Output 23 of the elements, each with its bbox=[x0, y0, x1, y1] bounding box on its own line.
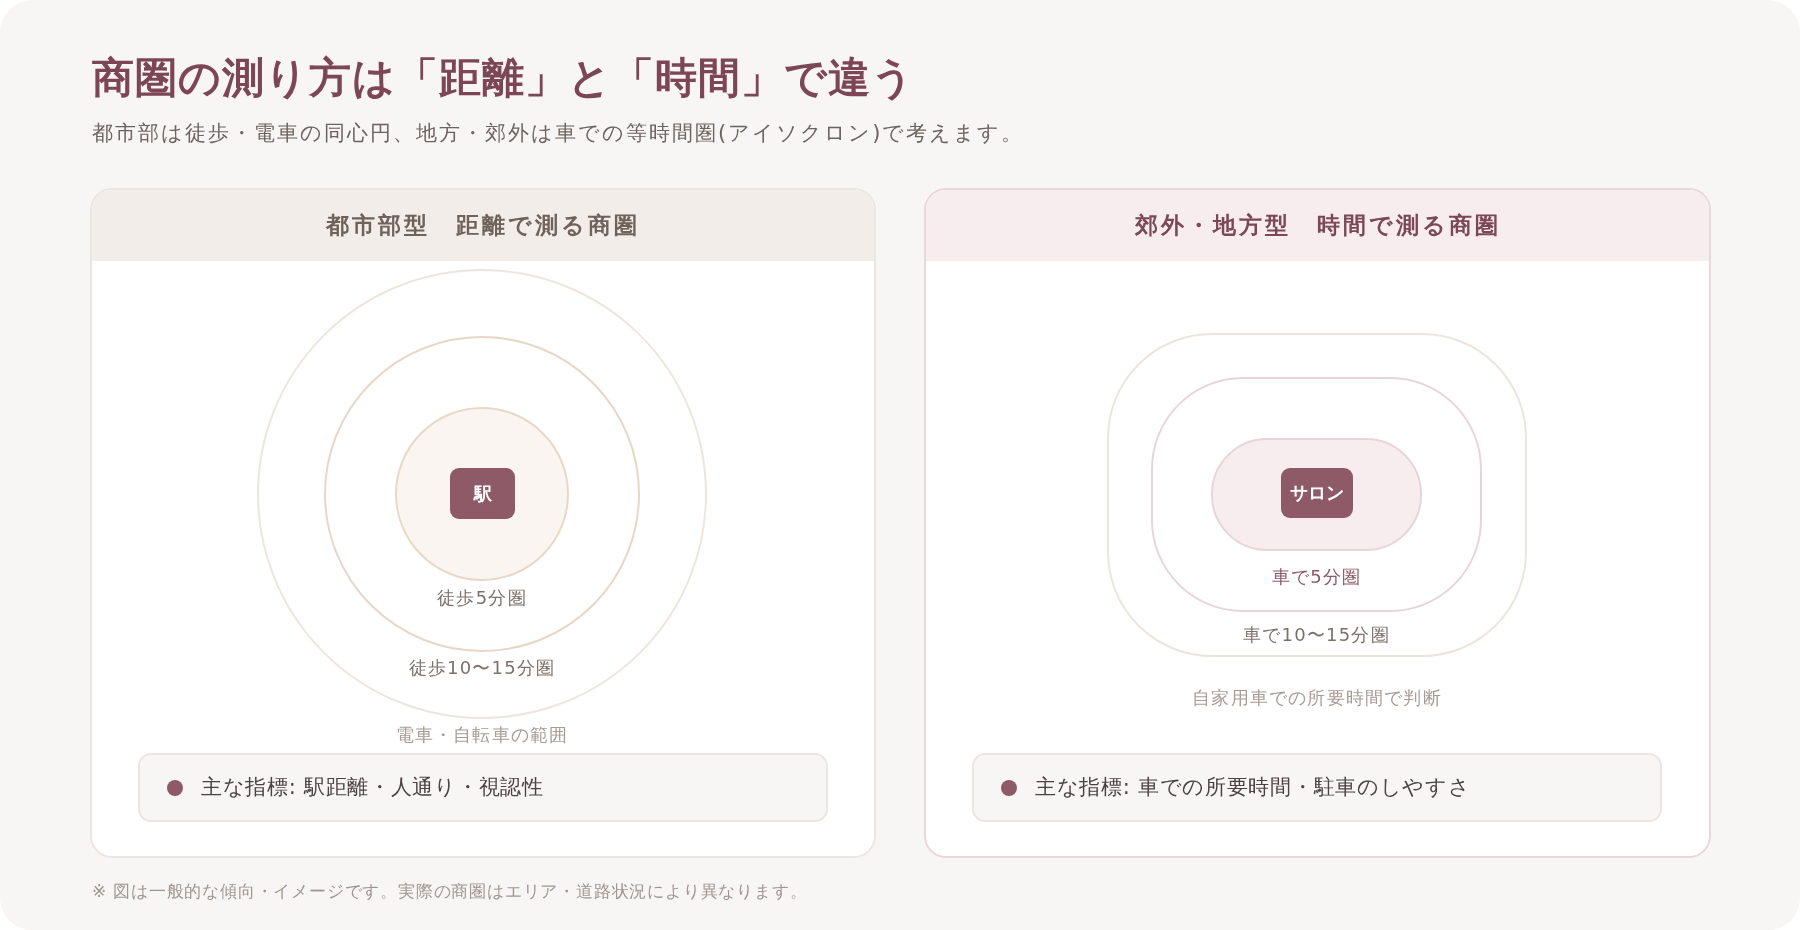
zone-circle bbox=[324, 336, 640, 652]
indicator-text: 主な指標: 車での所要時間・駐車のしやすさ bbox=[1035, 774, 1471, 801]
panel-heading: 都市部型 距離で測る商圏 bbox=[92, 190, 874, 261]
indicator-panel bbox=[138, 753, 828, 822]
zone-caption: 自家用車での所要時間で判断 bbox=[1192, 686, 1442, 710]
zone-caption: 車で10〜15分圏 bbox=[1243, 623, 1390, 647]
zone-rounded-area bbox=[1107, 333, 1527, 657]
zone-caption: 車で5分圏 bbox=[1271, 565, 1362, 589]
zone-caption: 電車・自転車の範囲 bbox=[395, 723, 569, 747]
panel-card bbox=[90, 188, 876, 858]
page-title: 商圏の測り方は「距離」と「時間」で違う bbox=[92, 52, 915, 104]
panel-card bbox=[924, 188, 1711, 858]
indicator-panel bbox=[972, 753, 1662, 822]
footnote-text: ※ 図は一般的な傾向・イメージです。実際の商圏はエリア・道路状況により異なります。 bbox=[92, 880, 808, 903]
zone-circle bbox=[257, 269, 707, 719]
zone-rounded-area bbox=[1151, 377, 1482, 612]
subtitle-text: 都市部は徒歩・電車の同心円、地方・郊外は車での等時間圏(アイソクロン)で考えます。 bbox=[92, 120, 1025, 147]
panel-heading: 郊外・地方型 時間で測る商圏 bbox=[926, 190, 1709, 261]
center-badge: サロン bbox=[1281, 468, 1353, 518]
zone-caption: 徒歩10〜15分圏 bbox=[408, 656, 556, 680]
center-badge: 駅 bbox=[450, 468, 515, 519]
indicator-text: 主な指標: 駅距離・人通り・視認性 bbox=[201, 774, 544, 801]
zone-caption: 徒歩5分圏 bbox=[437, 586, 527, 610]
